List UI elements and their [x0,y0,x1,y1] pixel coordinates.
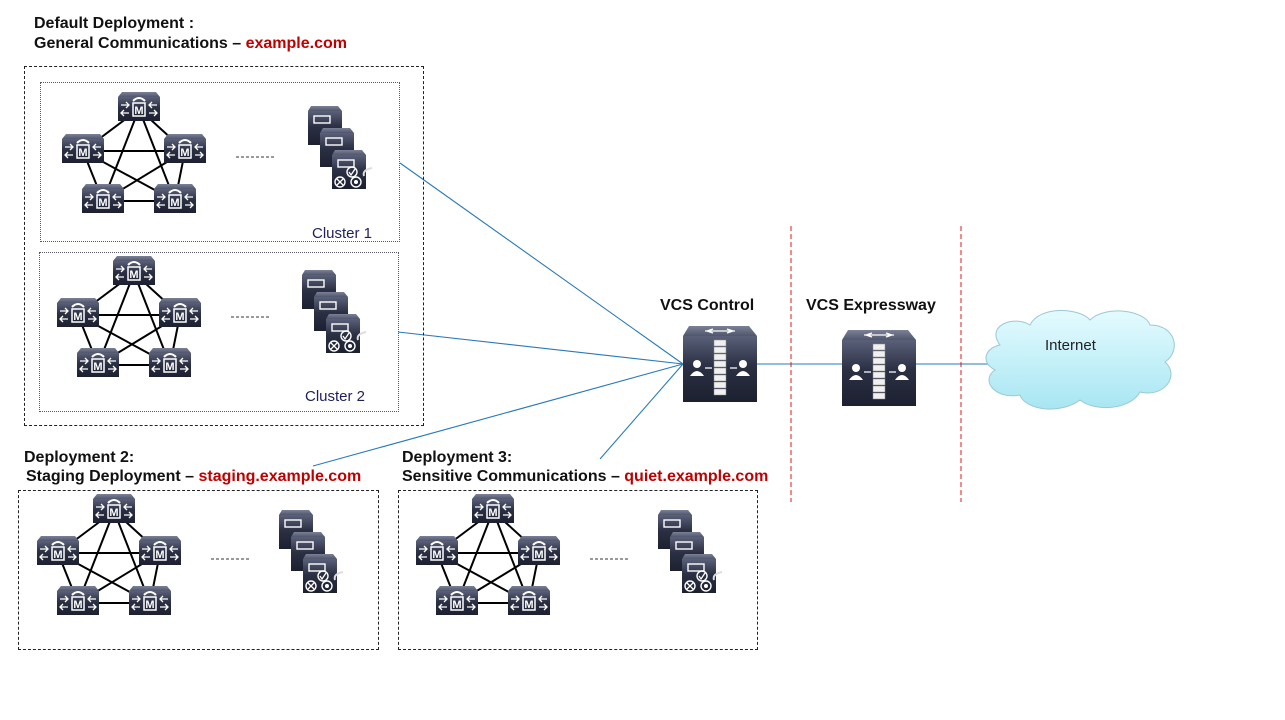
deployment-3-desc: Sensitive Communications – [402,468,625,485]
svg-text:M: M [175,311,184,323]
deployment-2-desc: Staging Deployment – [26,468,199,485]
cluster-1-container [40,82,400,242]
cluster-2-label: Cluster 2 [305,388,366,405]
deployment-3-domain: quiet.example.com [624,468,769,485]
mcu-server-icon: M [57,298,99,327]
svg-text:M: M [488,507,497,519]
deployment-3-container [398,490,758,650]
link-line [397,331,684,365]
deployment-2-title: Deployment 2: [24,449,135,466]
server-stack-icon [658,510,723,593]
svg-text:M: M [432,549,441,561]
svg-text:M: M [73,599,82,611]
vcs-expressway-icon [842,330,916,406]
default-deployment-desc: General Communications – [34,35,246,52]
svg-text:M: M [109,507,118,519]
svg-text:M: M [53,549,62,561]
mcu-server-icon: M [508,586,550,615]
deployment-2-subtitle: Staging Deployment – staging.example.com [26,467,361,487]
vcs-expressway-label: VCS Expressway [806,297,936,314]
mcu-server-icon: M [164,134,206,163]
deployment-2-container [18,490,379,650]
svg-text:M: M [78,147,87,159]
mcu-server-icon: M [416,536,458,565]
mcu-server-icon: M [93,494,135,523]
mcu-server-icon: M [82,184,124,213]
cluster-1-label: Cluster 1 [312,225,373,242]
svg-text:M: M [180,147,189,159]
mcu-server-icon: M [159,298,201,327]
cloud-icon [985,310,1175,410]
cluster-2-container [39,252,399,412]
svg-text:M: M [524,599,533,611]
mcu-server-icon: M [113,256,155,285]
svg-text:M: M [534,549,543,561]
svg-text:M: M [98,197,107,209]
svg-text:M: M [155,549,164,561]
mcu-server-icon: M [37,536,79,565]
default-deployment-title: Default Deployment : [34,15,195,32]
mcu-server-icon: M [139,536,181,565]
default-deployment-subtitle: General Communications – example.com [34,34,347,54]
link-line [599,363,684,460]
deployment-3-subtitle: Sensitive Communications – quiet.example… [402,467,768,487]
mcu-server-icon: M [129,586,171,615]
default-deployment-container [24,66,424,426]
deployment-3-title: Deployment 3: [402,449,513,466]
mcu-server-icon: M [118,92,160,121]
svg-text:M: M [93,361,102,373]
server-stack-icon [279,510,344,593]
mcu-server-icon: M [77,348,119,377]
link-line [399,162,684,365]
mcu-server-icon: M [518,536,560,565]
deployment-2-domain: staging.example.com [198,468,362,485]
mcu-server-icon: M [472,494,514,523]
link-line [312,363,684,467]
internet-label: Internet [1045,337,1096,354]
svg-text:M: M [134,105,143,117]
svg-text:M: M [129,269,138,281]
svg-text:M: M [145,599,154,611]
mcu-server-icon: M [154,184,196,213]
vcs-control-icon [683,326,757,402]
svg-text:M: M [73,311,82,323]
vcs-control-label: VCS Control [660,297,755,314]
server-stack-icon [308,106,373,189]
server-stack-icon [302,270,367,353]
mcu-server-icon: M [57,586,99,615]
mcu-server-icon: M [436,586,478,615]
svg-text:M: M [165,361,174,373]
svg-text:M: M [170,197,179,209]
mcu-server-icon: M [149,348,191,377]
svg-text:M: M [452,599,461,611]
default-deployment-domain: example.com [245,35,347,52]
mcu-server-icon: M [62,134,104,163]
